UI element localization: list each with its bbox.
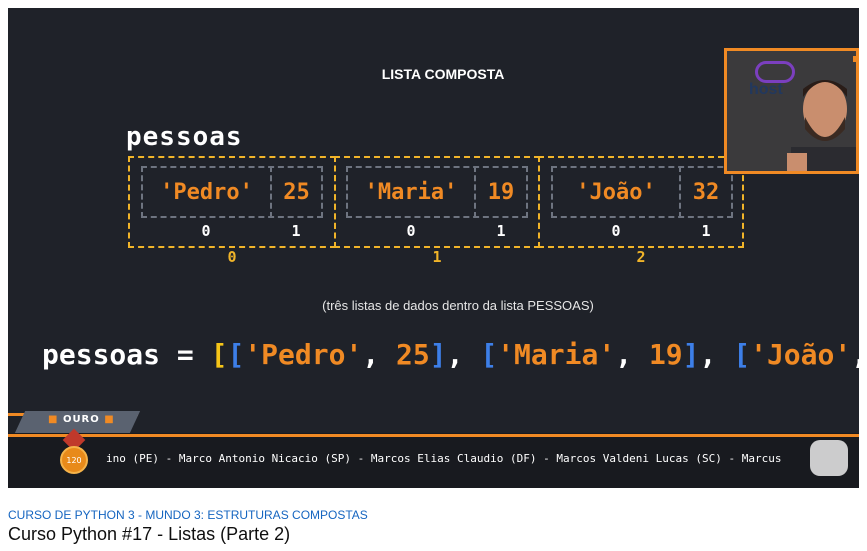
code-sep-2: , [615,338,649,371]
outer-index-0: 0 [227,248,237,266]
code-value-1b: 25 [396,338,430,371]
supporters-ticker: ino (PE) - Marco Antonio Nicacio (SP) - … [106,452,782,465]
video-title: Curso Python #17 - Listas (Parte 2) [8,524,291,544]
code-value-1a: 'Pedro' [244,338,363,371]
webcam-overlay: host [724,48,859,174]
tier-badge-label: ■ OURO ■ [48,414,115,425]
code-line: pessoas = [['Pedro', 25], ['Maria', 19],… [42,338,859,371]
inner-index-2-0: 0 [611,222,621,240]
slide-caption: (três listas de dados dentro da lista PE… [322,298,594,313]
inner-index-0-1: 1 [291,222,301,240]
code-comma-2: , [699,338,734,371]
code-value-2b: 19 [648,338,683,371]
code-sep-1: , [362,338,397,371]
code-open-outer: [ [210,338,228,371]
age-cell-0: 25 [283,179,310,205]
code-open-3: [ [733,338,751,371]
name-cell-1: 'Maria' [364,179,458,205]
inner-index-2-1: 1 [701,222,711,240]
code-eq: = [160,338,211,371]
channel-watermark-icon[interactable] [810,440,848,476]
inner-index-1-0: 0 [406,222,416,240]
video-player[interactable]: LISTA COMPOSTA pessoas 'Pedro' 25 0 1 0 … [8,8,859,488]
name-cell-0: 'Pedro' [160,179,253,205]
code-value-2a: 'Maria' [497,338,616,371]
inner-divider-1 [474,166,476,218]
sponsor-logo-text: host [749,81,783,98]
inner-box-2 [551,166,733,218]
code-open-2: [ [480,338,498,371]
inner-index-1-1: 1 [496,222,506,240]
outer-index-2: 2 [636,248,646,266]
outer-index-1: 1 [432,248,442,266]
variable-label: pessoas [126,122,243,152]
inner-divider-2 [679,166,681,218]
inner-box-0 [141,166,323,218]
code-close-2: ] [682,338,700,371]
cloud-logo-icon [755,61,795,83]
inner-index-0-0: 0 [201,222,211,240]
ticker-bar [8,433,859,488]
age-cell-1: 19 [487,179,515,205]
code-var: pessoas [42,338,161,371]
code-close-1: ] [429,338,447,371]
inner-box-1 [346,166,528,218]
code-value-3a: 'João' [750,338,852,371]
name-cell-2: 'João' [576,179,656,205]
code-open-1: [ [227,338,245,371]
presenter-avatar [787,67,856,171]
code-comma-1: , [446,338,481,371]
ticker-divider [8,434,859,437]
decorative-square [853,56,859,62]
inner-divider-0 [270,166,272,218]
medal-icon: 120 [60,446,88,474]
playlist-link[interactable]: CURSO DE PYTHON 3 - MUNDO 3: ESTRUTURAS … [8,508,368,522]
age-cell-2: 32 [692,179,720,205]
code-sep-3: , [851,338,859,371]
slide-title: LISTA COMPOSTA [381,66,505,82]
outer-box-2 [538,156,744,248]
